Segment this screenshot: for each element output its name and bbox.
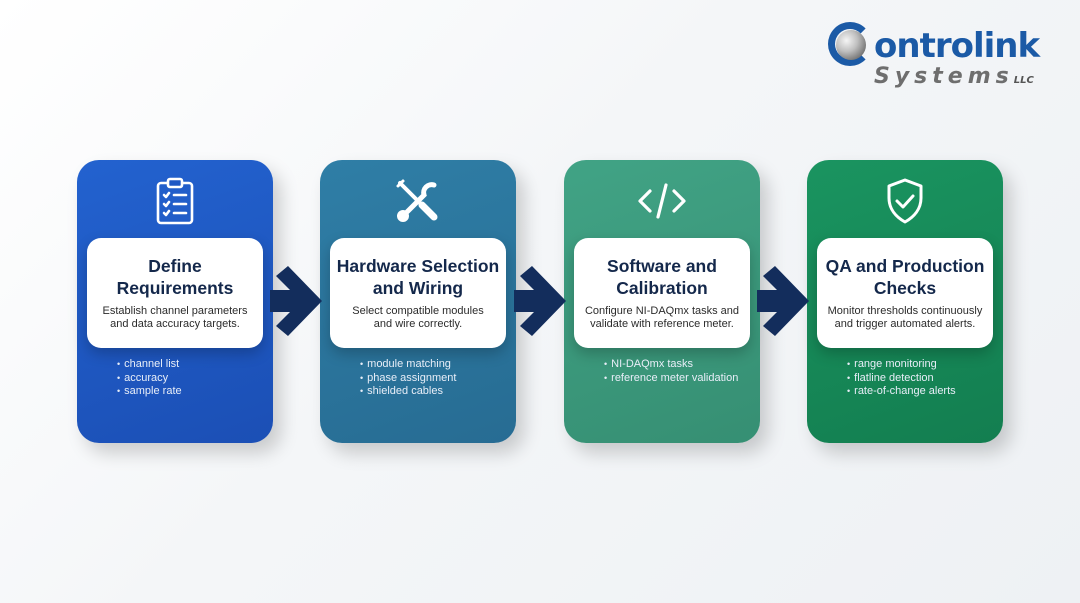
- bullet-item: accuracy: [117, 372, 182, 386]
- step-description: Establish channel parameters and data ac…: [102, 305, 248, 330]
- bullet-item: phase assignment: [360, 372, 456, 386]
- bullet-item: reference meter validation: [604, 372, 738, 386]
- logo-ring-icon: [828, 22, 872, 66]
- shield-check-icon: [807, 176, 1003, 226]
- bullet-item: shielded cables: [360, 385, 456, 399]
- step-card-define-requirements: Define Requirements Establish channel pa…: [77, 160, 273, 443]
- controlink-logo: ontrolink SystemsLLC: [828, 20, 1053, 95]
- step-summary-box: Software and Calibration Configure NI-DA…: [574, 238, 750, 348]
- flow-arrow-icon: [514, 266, 566, 336]
- bullet-item: channel list: [117, 358, 182, 372]
- flow-arrow-icon: [270, 266, 322, 336]
- bullet-item: sample rate: [117, 385, 181, 399]
- step-description: Configure NI-DAQmx tasks and validate wi…: [584, 305, 740, 330]
- step-summary-box: Hardware Selection and Wiring Select com…: [330, 238, 506, 348]
- step-title: Software and Calibration: [607, 256, 717, 298]
- step-bullets: NI-DAQmx tasks reference meter validatio…: [604, 358, 738, 385]
- bullet-item: range monitoring: [847, 358, 956, 372]
- step-description: Monitor thresholds continuously and trig…: [827, 305, 983, 330]
- bullet-item: flatline detection: [847, 372, 956, 386]
- step-bullets: range monitoring flatline detection rate…: [847, 358, 956, 399]
- bullet-item: module matching: [360, 358, 456, 372]
- step-card-qa-production: QA and Production Checks Monitor thresho…: [807, 160, 1003, 443]
- logo-wordmark: ontrolink: [874, 26, 1040, 66]
- step-bullets: module matching phase assignment shielde…: [360, 358, 456, 399]
- step-bullets: channel list accuracy sample rate: [117, 358, 182, 399]
- bullet-item: rate-of-change alerts: [847, 385, 956, 399]
- step-title: QA and Production Checks: [825, 256, 985, 298]
- clipboard-checklist-icon: [77, 176, 273, 226]
- step-title: Define Requirements: [116, 256, 234, 298]
- step-card-software-calibration: Software and Calibration Configure NI-DA…: [564, 160, 760, 443]
- step-card-hardware-selection: Hardware Selection and Wiring Select com…: [320, 160, 516, 443]
- logo-subtitle: SystemsLLC: [874, 64, 1034, 89]
- step-summary-box: Define Requirements Establish channel pa…: [87, 238, 263, 348]
- logo-sphere-icon: [836, 30, 866, 60]
- step-title: Hardware Selection and Wiring: [336, 256, 500, 298]
- bullet-item: NI-DAQmx tasks: [604, 358, 738, 372]
- code-icon: [564, 176, 760, 226]
- step-summary-box: QA and Production Checks Monitor thresho…: [817, 238, 993, 348]
- step-description: Select compatible modules and wire corre…: [352, 305, 484, 330]
- tools-icon: [320, 176, 516, 226]
- flow-arrow-icon: [757, 266, 809, 336]
